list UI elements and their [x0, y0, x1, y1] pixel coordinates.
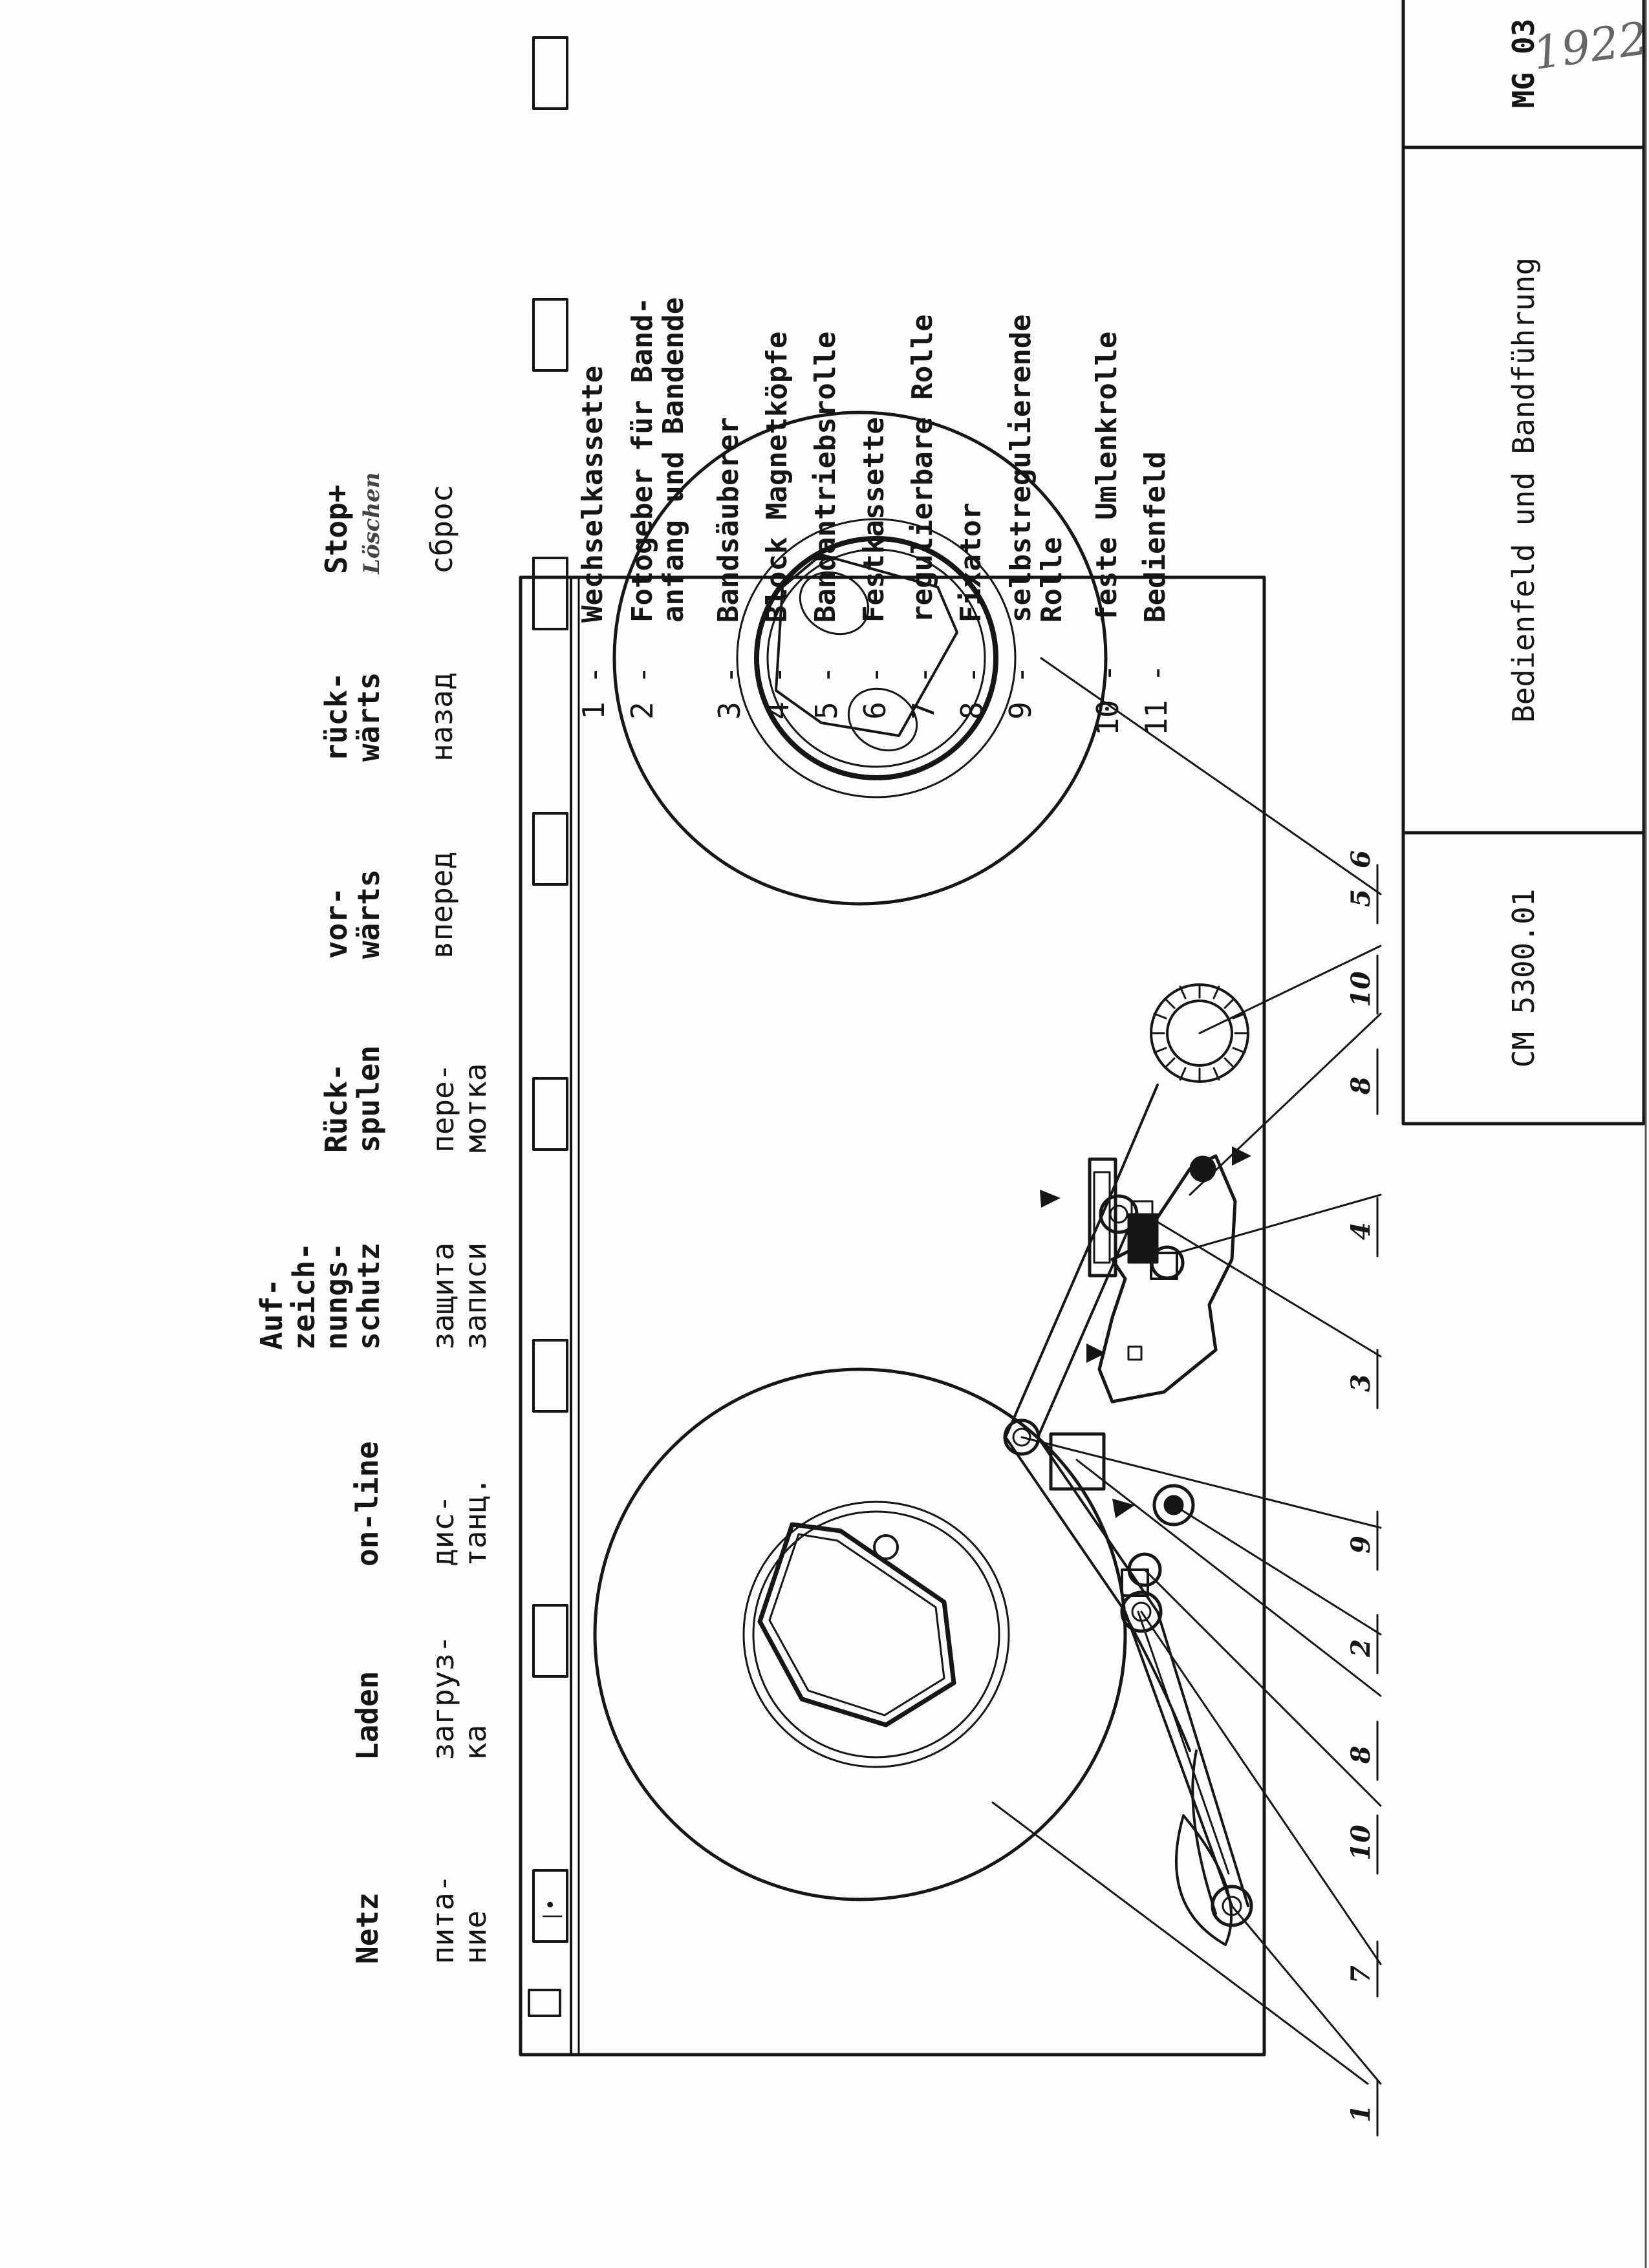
label-ru-peremotka: пере-мотка: [426, 1063, 493, 1153]
callout-10-right: 10: [1346, 971, 1376, 1007]
legend-num-9: 9 -: [1003, 665, 1038, 720]
legend-num-10: 10 -: [1090, 664, 1125, 736]
title-block-sheet: MG 03: [1506, 18, 1541, 109]
legend-txt-3: Bandsäuberer: [712, 417, 745, 623]
button-on-line: [532, 1339, 568, 1413]
legend-num-8: 8 -: [954, 665, 989, 720]
callout-8-right: 8: [1346, 1076, 1376, 1095]
label-ru-pitanie: пита-ние: [426, 1874, 493, 1964]
callout-8-left: 8: [1346, 1746, 1376, 1764]
label-ru-zagruzka: загруз-ка: [426, 1635, 493, 1760]
title-block-frame: [1401, 0, 1646, 1126]
label-ru-sbros: сброс: [424, 484, 459, 574]
tape-path: [1004, 1084, 1249, 1946]
label-ru-distants: дис-танц.: [426, 1477, 493, 1567]
title-block-model: CM 5300.01: [1506, 888, 1541, 1068]
label-ru-nazad: назад: [424, 672, 459, 762]
tape-direction-arrows: [1040, 1146, 1251, 1518]
button-netz: [532, 1869, 568, 1943]
legend-num-1: 1 -: [576, 665, 611, 720]
capstan: [1150, 983, 1249, 1083]
button-vorwaerts: [532, 557, 568, 630]
label-laden: Laden: [350, 1671, 385, 1760]
reel-festkassette: [612, 411, 1108, 906]
label-on-line: on-line: [350, 1441, 385, 1567]
panel-buttons: [528, 36, 568, 2017]
operator-panel-strip: [519, 576, 572, 2056]
photo-sensor-block: [1049, 1432, 1106, 1491]
callout-6: 6: [1346, 850, 1376, 868]
legend-num-11: 11 -: [1139, 664, 1174, 736]
legend-txt-7: regulierbare Rolle: [906, 314, 939, 623]
label-rueckspulen: Rück-spulen: [319, 1045, 386, 1153]
head-block: [1088, 1154, 1237, 1404]
label-vorwaerts: vor-wärts: [319, 869, 386, 959]
legend-num-2: 2 -: [625, 665, 660, 720]
svg-text:|•: |•: [540, 1899, 563, 1922]
title-block: CM 5300.01 Bedienfeld und Bandführung MG…: [1403, 0, 1644, 1124]
legend-txt-8: Fixator: [954, 502, 987, 623]
button-rueckwaerts: [532, 298, 568, 372]
callout-2: 2: [1346, 1639, 1376, 1657]
label-rueckwaerts: rück-wärts: [319, 672, 386, 762]
button-rueckspulen: [532, 812, 568, 886]
callout-4: 4: [1346, 1222, 1376, 1240]
callout-5: 5: [1346, 889, 1376, 907]
front-plate: [519, 575, 1266, 2057]
guide-rollers: [1003, 1194, 1253, 1927]
button-stop: [532, 36, 568, 110]
legend-txt-4: Block Magnetköpfe: [760, 331, 793, 623]
title-block-title: Bedienfeld und Bandführung: [1506, 257, 1541, 723]
legend-num-5: 5 -: [809, 665, 844, 720]
callout-10-left: 10: [1346, 1824, 1376, 1861]
callout-9: 9: [1346, 1535, 1376, 1554]
button-netz-indicator: [528, 1989, 561, 2017]
legend-txt-6: Festkassette: [857, 417, 890, 623]
roller-9: [1152, 1484, 1195, 1526]
label-netz: Netz: [350, 1892, 385, 1964]
label-ru-vpered: вперед: [424, 851, 459, 959]
legend-num-4: 4 -: [760, 665, 795, 720]
legend-num-6: 6 -: [857, 665, 892, 720]
legend-txt-10: feste Umlenkrolle: [1090, 331, 1123, 623]
legend-num-7: 7 -: [906, 665, 941, 720]
legend-txt-2: Fotogeber für Band-anfang und Bandende: [626, 297, 690, 623]
label-stop: Stop+Löschen: [319, 472, 385, 575]
reel-wechselkassette: [593, 1367, 1127, 1901]
legend-txt-11: Bedienfeld: [1139, 451, 1172, 623]
callout-3: 3: [1346, 1374, 1376, 1392]
callout-1: 1: [1346, 2104, 1376, 2123]
label-aufzeichnungsschutz: Auf-zeich-nungs-schutz: [254, 1242, 386, 1350]
legend-txt-5: Bandantriebsrolle: [809, 331, 842, 623]
leader-lines: [991, 657, 1382, 2085]
button-aufzeichnungsschutz: [532, 1077, 568, 1151]
legend-txt-1: Wechselkassette: [576, 365, 609, 623]
legend-num-3: 3 -: [712, 665, 747, 720]
callout-7: 7: [1346, 1965, 1376, 1984]
roller-10-left: [1120, 1590, 1163, 1633]
button-laden: [532, 1604, 568, 1678]
